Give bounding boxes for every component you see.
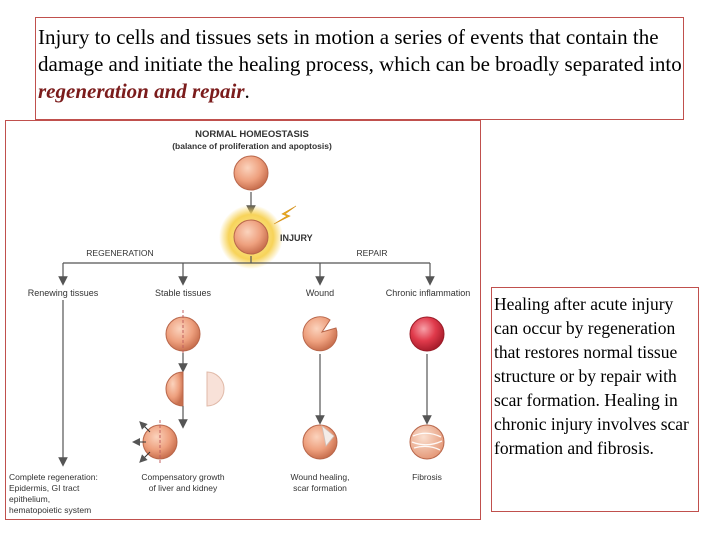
normal-cell xyxy=(233,155,269,191)
diagram-title: NORMAL HOMEOSTASIS xyxy=(195,129,309,140)
outcome-wound-line1: Wound healing, xyxy=(291,472,350,482)
outcome-fibrosis: Fibrosis xyxy=(412,472,442,482)
injured-cell xyxy=(233,219,269,255)
inflamed-cell xyxy=(409,316,445,352)
summary-text-box: Healing after acute injury can occur by … xyxy=(491,287,699,512)
regeneration-label: REGENERATION xyxy=(86,248,153,258)
branch-chronic-label: Chronic inflammation xyxy=(386,288,471,298)
growth-arrow-up xyxy=(139,421,151,433)
wounded-cell xyxy=(302,316,338,352)
outcome-complete-line1: Complete regeneration: xyxy=(9,472,98,482)
outcome-complete-line2: Epidermis, GI tract xyxy=(9,483,80,493)
outcome-compensatory-line1: Compensatory growth xyxy=(141,472,224,482)
intro-text-box: Injury to cells and tissues sets in moti… xyxy=(35,17,684,120)
diagram-subtitle: (balance of proliferation and apoptosis) xyxy=(172,141,332,151)
intro-paragraph: Injury to cells and tissues sets in moti… xyxy=(38,24,683,105)
branch-stable-label: Stable tissues xyxy=(155,288,212,298)
scar-patch xyxy=(321,424,335,447)
fibrosis-strands xyxy=(411,432,443,451)
growth-arrow-down xyxy=(139,451,151,463)
outcome-complete-line4: hematopoietic system xyxy=(9,505,91,515)
outcome-complete-line3: epithelium, xyxy=(9,494,50,504)
outcome-compensatory-line2: of liver and kidney xyxy=(149,483,218,493)
lightning-icon xyxy=(273,205,297,225)
stable-half-cell xyxy=(165,371,184,407)
healing-diagram-frame xyxy=(5,120,481,520)
intro-text-part1: Injury to cells and tissues sets in moti… xyxy=(38,25,682,76)
healed-cell xyxy=(302,424,338,460)
stable-removed-half xyxy=(206,371,225,407)
summary-paragraph: Healing after acute injury can occur by … xyxy=(494,294,689,458)
branch-renewing-label: Renewing tissues xyxy=(28,288,99,298)
injury-label: INJURY xyxy=(280,233,313,243)
outcome-wound-line2: scar formation xyxy=(293,483,347,493)
intro-emphasis: regeneration and repair xyxy=(38,79,245,103)
repair-label: REPAIR xyxy=(356,248,387,258)
branch-wound-label: Wound xyxy=(306,288,334,298)
intro-text-part2: . xyxy=(244,79,250,103)
